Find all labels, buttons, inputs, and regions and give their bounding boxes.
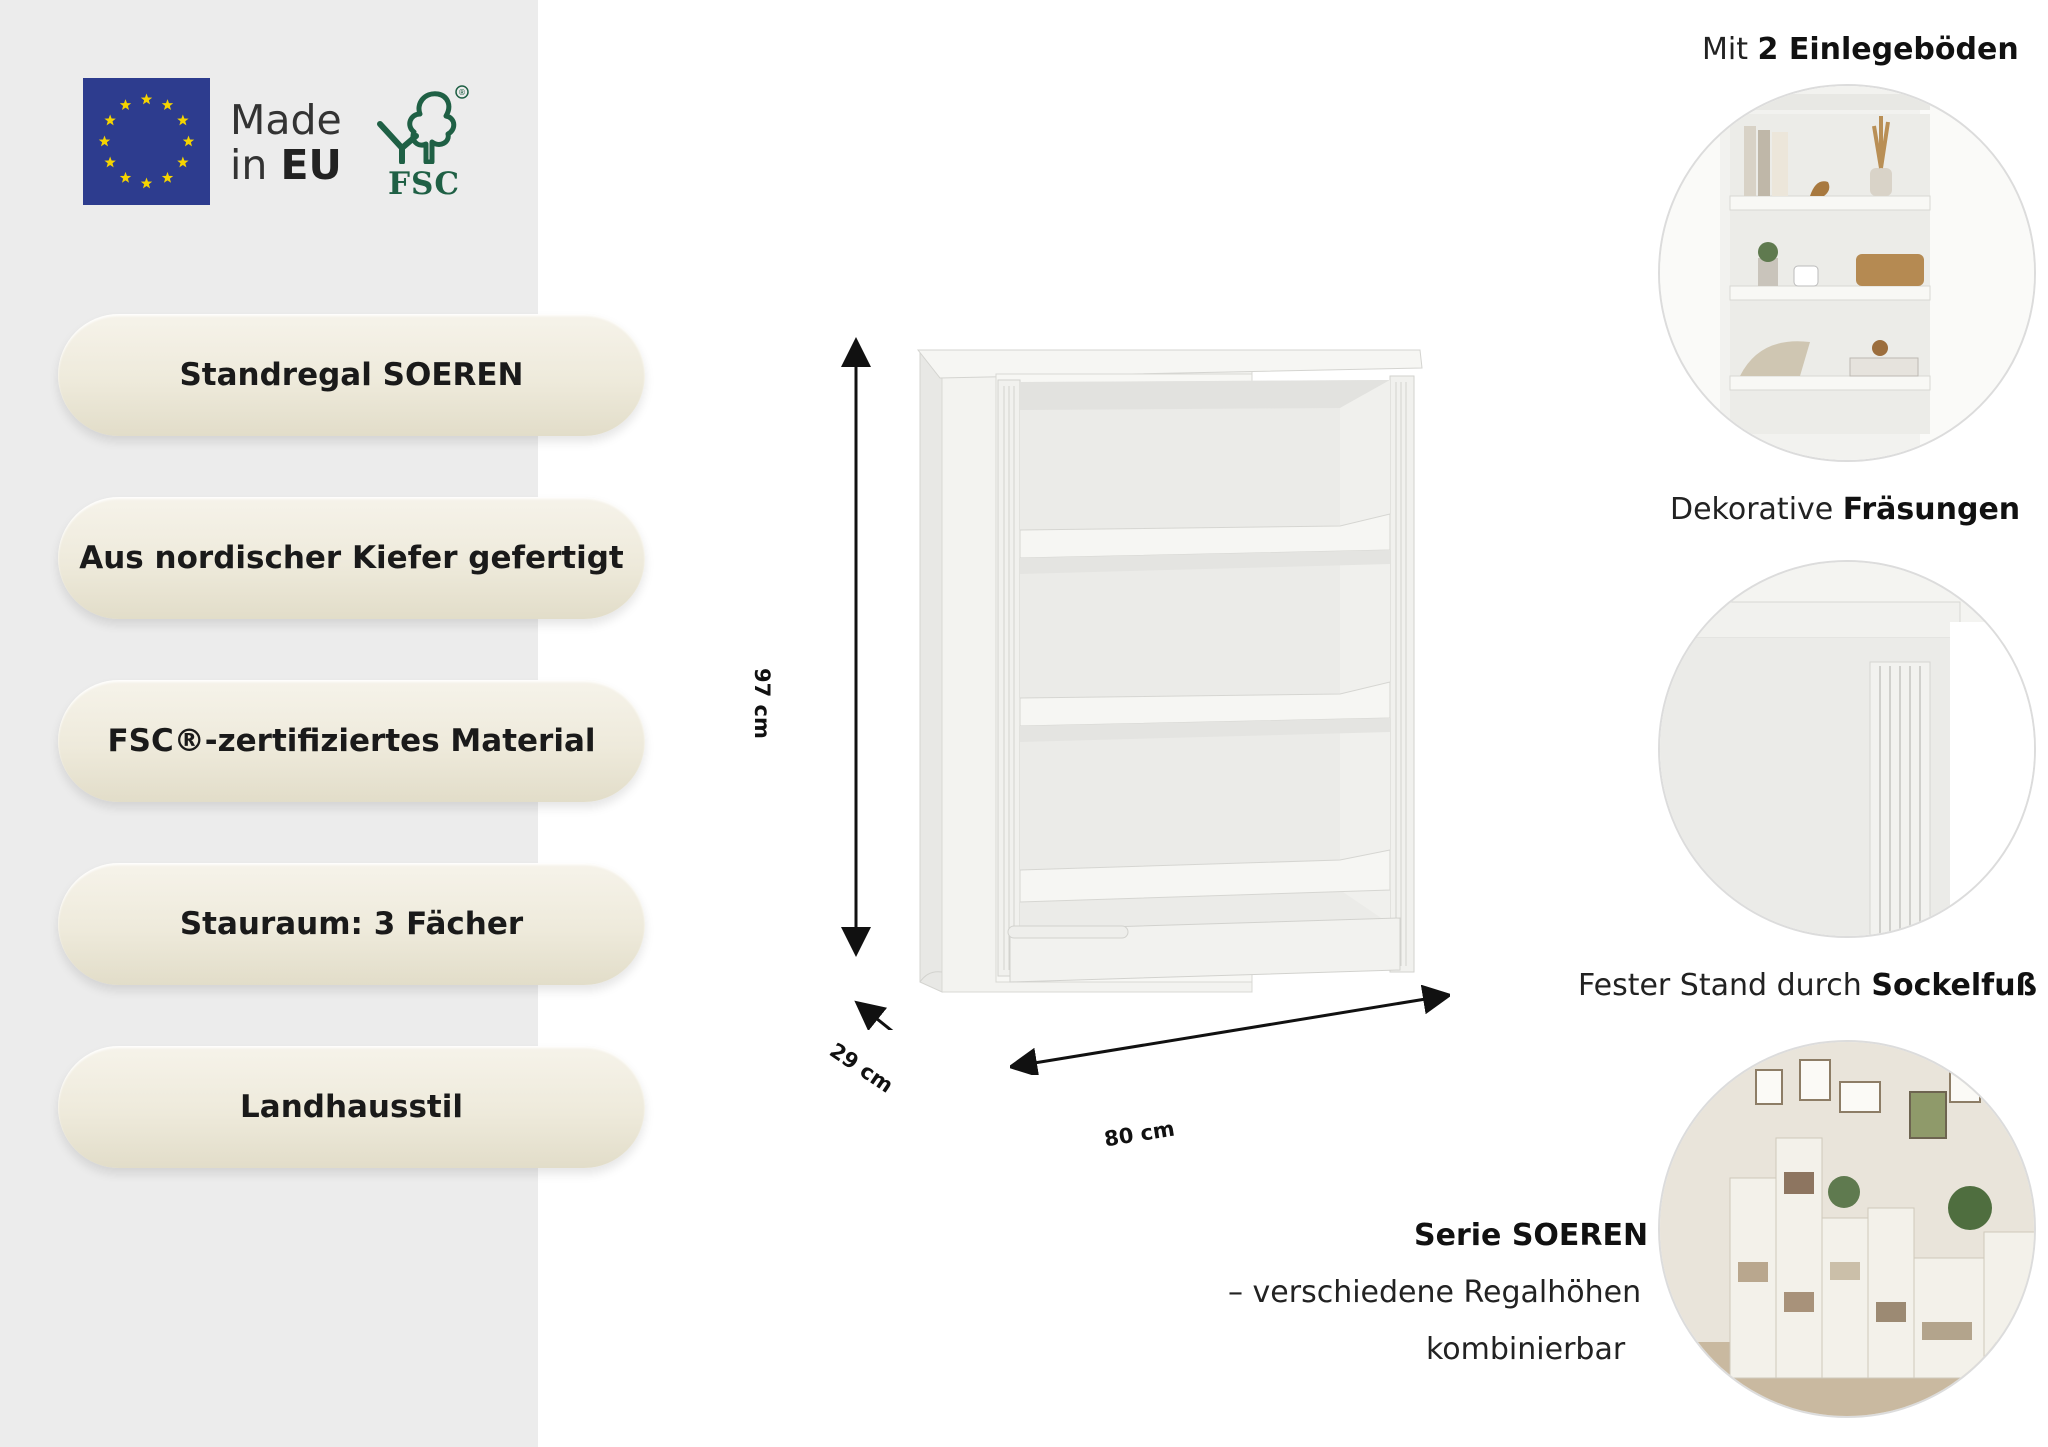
shelves-caption: Mit 2 Einlegeböden: [1702, 32, 2019, 67]
feature-pill: FSC®-zertifiziertes Material: [58, 680, 645, 802]
star-icon: [161, 171, 174, 183]
bookshelf-illustration: [841, 337, 1423, 1030]
eu-flag-icon: [83, 78, 210, 205]
milling-detail-photo: [1658, 560, 2036, 938]
base-bold: Sockelfuß: [1871, 968, 2038, 1003]
star-icon: [161, 99, 174, 110]
width-label: 80 cm: [1102, 1116, 1177, 1152]
made-in-eu-label: Made in EU: [230, 98, 342, 188]
series-line2: – verschiedene Regalhöhen: [1228, 1275, 1642, 1310]
base-prefix: Fester Stand durch: [1578, 968, 1862, 1003]
star-icon: [119, 99, 132, 110]
star-icon: [98, 135, 111, 147]
base-caption: Fester Stand durch Sockelfuß: [1578, 968, 2037, 1003]
star-icon: [104, 114, 116, 126]
sidebar: Made in EU ® FSC Standregal SOEREN Aus n…: [0, 0, 645, 1447]
fsc-registered: ®: [458, 88, 466, 97]
width-arrow: [1010, 985, 1450, 1075]
made-line1: Made: [230, 96, 342, 144]
shelves-bold: 2 Einlegeböden: [1757, 32, 2019, 67]
shelves-prefix: Mit: [1702, 32, 1748, 67]
milling-caption: Dekorative Fräsungen: [1670, 492, 2020, 527]
shelves-detail-photo: [1658, 84, 2036, 462]
made-line2: in EU: [230, 143, 342, 188]
milling-bold: Fräsungen: [1842, 492, 2021, 527]
series-room-photo: [1658, 1040, 2036, 1418]
feature-pill: Standregal SOEREN: [58, 314, 645, 436]
depth-label: 29 cm: [825, 1038, 898, 1098]
made-line2-bold: EU: [280, 141, 342, 189]
made-line2-prefix: in: [230, 141, 268, 189]
star-icon: [119, 171, 132, 183]
fsc-logo: ® FSC: [376, 84, 472, 202]
series-line3: kombinierbar: [1426, 1332, 1626, 1367]
feature-pill: Aus nordischer Kiefer gefertigt: [58, 497, 645, 619]
star-icon: [182, 135, 195, 147]
height-label: 97 cm: [750, 668, 774, 739]
star-icon: [104, 156, 116, 168]
star-icon: [140, 93, 153, 105]
feature-pill: Stauraum: 3 Fächer: [58, 863, 645, 985]
star-icon: [177, 156, 189, 168]
series-title: Serie SOEREN: [1414, 1218, 1648, 1253]
milling-prefix: Dekorative: [1670, 492, 1834, 527]
star-icon: [177, 114, 189, 126]
feature-pill: Landhausstil: [58, 1046, 645, 1168]
star-icon: [140, 177, 153, 189]
fsc-label: FSC: [387, 166, 461, 202]
series-title-text: Serie SOEREN: [1414, 1218, 1649, 1253]
